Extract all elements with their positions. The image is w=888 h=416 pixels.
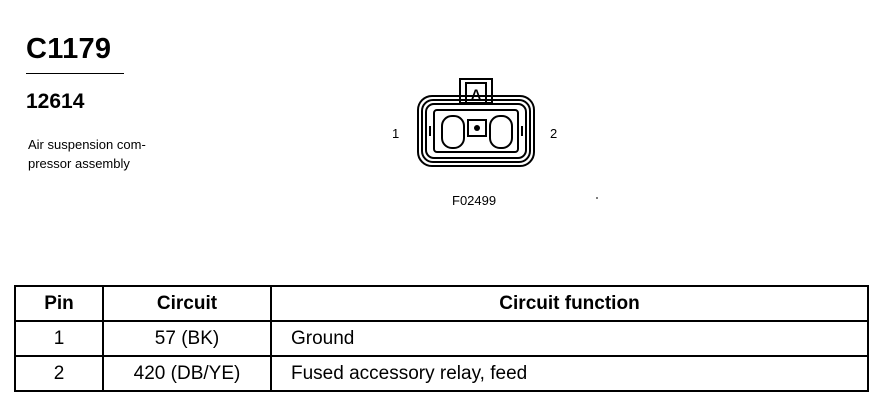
table-header-row: Pin Circuit Circuit function xyxy=(14,285,869,322)
title-underline xyxy=(26,73,124,74)
circuit-cell: 420 (DB/YE) xyxy=(102,355,272,392)
scan-speck xyxy=(596,197,598,199)
pin-2-cavity xyxy=(489,115,513,149)
pinout-table: Pin Circuit Circuit function 1 57 (BK) G… xyxy=(14,285,869,392)
housing-inner xyxy=(425,103,527,159)
header-circuit-function: Circuit function xyxy=(270,285,869,322)
circuit-cell: 57 (BK) xyxy=(102,320,272,357)
description-line-1: Air suspension com- xyxy=(28,137,146,152)
function-cell: Ground xyxy=(270,320,869,357)
connector-face-diagram: A xyxy=(417,78,535,167)
pin-label-1: 1 xyxy=(392,126,400,141)
table-row: 2 420 (DB/YE) Fused accessory relay, fee… xyxy=(14,355,869,392)
pin-cell: 2 xyxy=(14,355,104,392)
connector-description: Air suspension com- pressor assembly xyxy=(28,135,198,173)
pin-label-2: 2 xyxy=(550,126,558,141)
housing-outer xyxy=(417,95,535,167)
description-line-2: pressor assembly xyxy=(28,156,130,171)
pin-cell: 1 xyxy=(14,320,104,357)
connector-id: C1179 xyxy=(26,33,112,65)
part-number: 12614 xyxy=(26,90,85,113)
cavity-frame xyxy=(433,109,519,153)
housing-middle xyxy=(421,99,531,163)
pin-1-cavity xyxy=(441,115,465,149)
tab-letter: A xyxy=(471,86,481,102)
header-circuit: Circuit xyxy=(102,285,272,322)
center-key xyxy=(467,119,487,137)
function-cell: Fused accessory relay, feed xyxy=(270,355,869,392)
center-key-dot xyxy=(474,125,480,131)
table-row: 1 57 (BK) Ground xyxy=(14,320,869,357)
figure-id: F02499 xyxy=(452,193,497,208)
header-pin: Pin xyxy=(14,285,104,322)
